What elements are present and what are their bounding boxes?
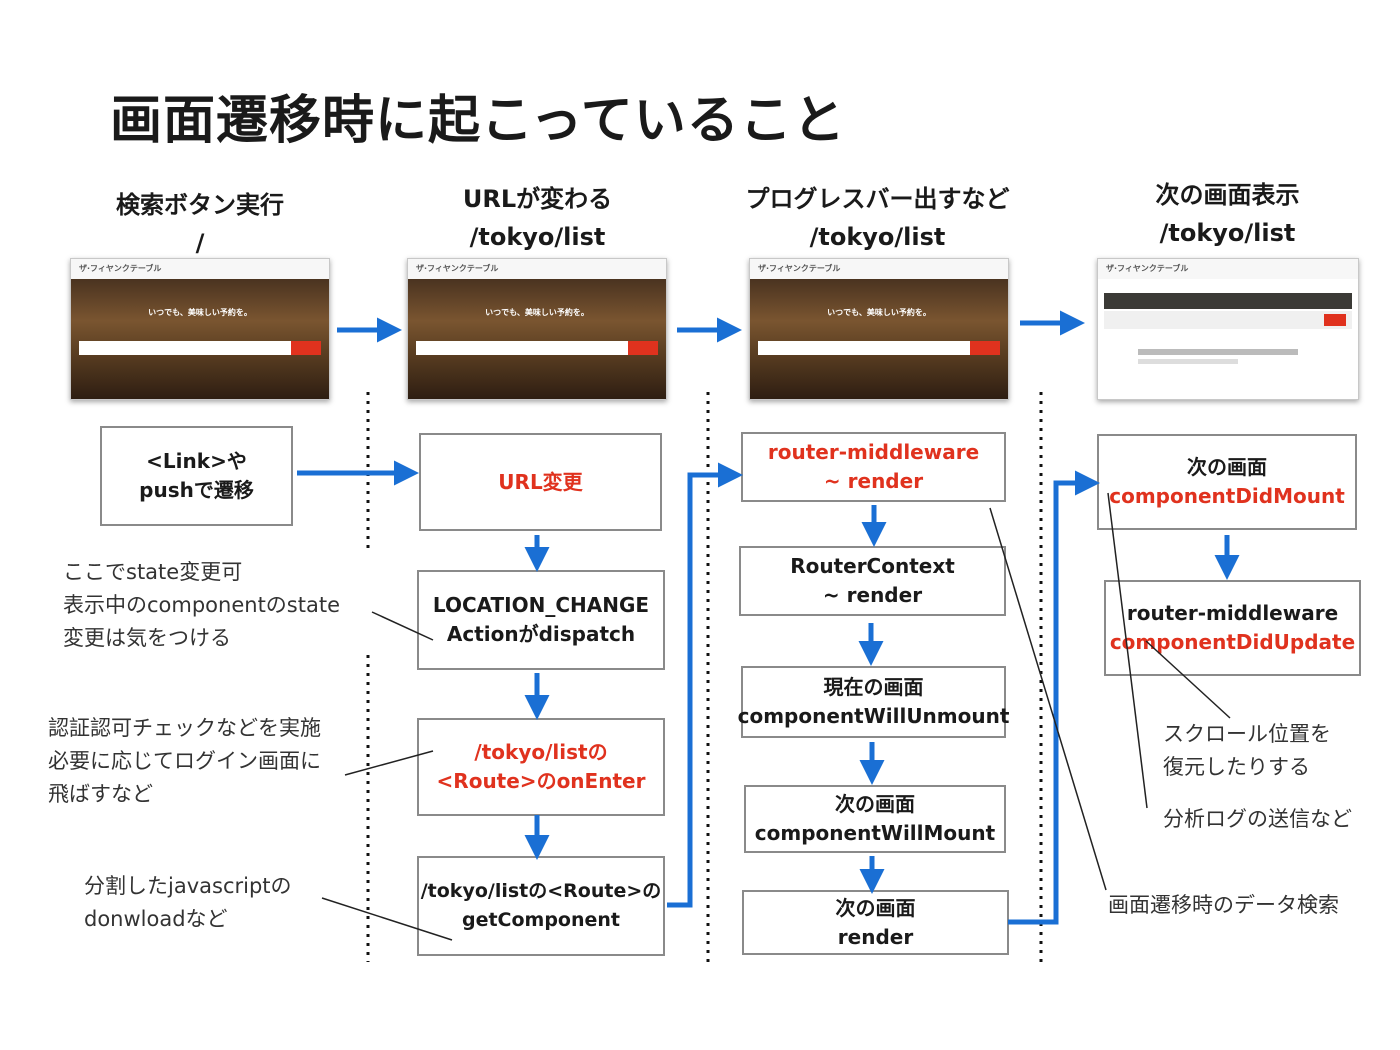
location-change-box: LOCATION_CHANGE Actionがdispatch	[417, 570, 665, 670]
box-line: 次の画面	[835, 895, 916, 920]
column-header-label: 検索ボタン実行	[116, 191, 284, 219]
note-line: スクロール位置を	[1163, 722, 1331, 746]
callout-line	[1107, 492, 1148, 809]
note-scroll-restore: スクロール位置を 復元したりする	[1163, 718, 1331, 784]
callout-line	[989, 507, 1107, 891]
box-line: /tokyo/listの<Route>の	[420, 880, 662, 902]
column-header-path: /tokyo/list	[809, 223, 946, 251]
box-line: pushで遷移	[139, 478, 254, 502]
box-line: 次の画面	[1187, 455, 1267, 479]
blue-arrows	[297, 310, 1240, 925]
next-render-box: 次の画面 render	[742, 890, 1009, 955]
site-logo: ザ·フィヤンクテーブル	[758, 264, 841, 273]
column-header-label: プログレスバー出すなど	[745, 185, 1010, 213]
note-line: 必要に応じてログイン画面に	[48, 749, 321, 773]
note-line: 分析ログの送信など	[1163, 807, 1352, 831]
box-line: componentWillMount	[754, 821, 996, 845]
column-header-url-change: URLが変わる /tokyo/list	[420, 180, 655, 256]
callout-line	[344, 750, 434, 776]
box-line: router-middleware	[1126, 601, 1339, 625]
note-data-fetch: 画面遷移時のデータ検索	[1108, 889, 1339, 922]
page-title: 画面遷移時に起こっていること	[110, 91, 846, 151]
note-line: ここでstate変更可	[63, 560, 243, 584]
column-separators	[366, 392, 1043, 962]
column-header-progress: プログレスバー出すなど /tokyo/list	[730, 180, 1025, 256]
note-line: 認証認可チェックなどを実施	[48, 716, 321, 740]
screenshot-top-page: ザ·フィヤンクテーブル いつでも、美味しい予約を。	[407, 258, 667, 400]
column-header-label: 次の画面表示	[1155, 181, 1300, 209]
did-update-box: router-middleware componentDidUpdate	[1104, 580, 1361, 676]
note-code-split: 分割したjavascriptの donwloadなど	[84, 870, 292, 936]
note-line: 画面遷移時のデータ検索	[1108, 893, 1339, 917]
hero-tagline: いつでも、美味しい予約を。	[485, 308, 589, 317]
arrow-elbow-icon	[667, 462, 743, 908]
url-change-box: URL変更	[419, 433, 662, 531]
hero-tagline: いつでも、美味しい予約を。	[827, 308, 931, 317]
arrow-elbow-icon	[1008, 470, 1100, 925]
note-line: 分割したjavascriptの	[84, 874, 292, 898]
box-line-highlight: componentDidUpdate	[1109, 630, 1356, 654]
box-line: <Route>のonEnter	[436, 769, 646, 793]
box-line: ~ render	[823, 469, 924, 493]
column-header-path: /tokyo/list	[469, 223, 606, 251]
box-line: URL変更	[498, 469, 583, 494]
box-line: componentWillUnmount	[737, 704, 1010, 728]
screenshot-list-page: ザ·フィヤンクテーブル	[1097, 258, 1359, 400]
router-middleware-render-box: router-middleware ~ render	[741, 432, 1006, 502]
box-line: 次の画面	[835, 792, 915, 816]
screenshot-top-page: ザ·フィヤンクテーブル いつでも、美味しい予約を。	[70, 258, 330, 400]
column-header-path: /	[195, 229, 205, 257]
router-context-box: RouterContext ~ render	[739, 546, 1006, 616]
box-line-highlight: componentDidMount	[1109, 484, 1345, 508]
box-line: router-middleware	[767, 440, 980, 464]
site-logo: ザ·フィヤンクテーブル	[416, 264, 499, 273]
screenshot-top-page: ザ·フィヤンクテーブル いつでも、美味しい予約を。	[749, 258, 1009, 400]
did-mount-box: 次の画面 componentDidMount	[1097, 434, 1357, 530]
will-unmount-box: 現在の画面 componentWillUnmount	[738, 666, 1009, 738]
callout-line	[1145, 640, 1231, 719]
site-logo: ザ·フィヤンクテーブル	[1106, 264, 1189, 273]
note-line: donwloadなど	[84, 907, 228, 931]
box-line: ~ render	[822, 583, 923, 607]
box-line: 現在の画面	[823, 675, 924, 699]
box-line: RouterContext	[790, 554, 955, 578]
on-enter-box: /tokyo/listの <Route>のonEnter	[417, 718, 665, 816]
note-line: 表示中のcomponentのstate	[63, 593, 340, 617]
link-push-box: <Link>や pushで遷移	[100, 426, 293, 526]
column-header-search: 検索ボタン実行 /	[100, 186, 300, 262]
note-line: 飛ばすなど	[48, 782, 153, 806]
callout-line	[321, 897, 453, 941]
note-line: 復元したりする	[1163, 755, 1310, 779]
note-line: 変更は気をつける	[63, 626, 231, 650]
will-mount-box: 次の画面 componentWillMount	[744, 785, 1006, 853]
column-header-label: URLが変わる	[462, 185, 613, 213]
hero-tagline: いつでも、美味しい予約を。	[148, 308, 252, 317]
column-header-path: /tokyo/list	[1159, 219, 1296, 247]
get-component-box: /tokyo/listの<Route>の getComponent	[417, 856, 665, 956]
box-line: render	[837, 924, 914, 949]
site-logo: ザ·フィヤンクテーブル	[79, 264, 162, 273]
note-auth-check: 認証認可チェックなどを実施 必要に応じてログイン画面に 飛ばすなど	[48, 712, 321, 811]
box-line: LOCATION_CHANGE	[432, 593, 650, 617]
callout-lines	[321, 492, 1231, 941]
box-line: Actionがdispatch	[446, 622, 636, 646]
box-line: <Link>や	[146, 449, 247, 473]
box-line: /tokyo/listの	[474, 740, 608, 764]
note-state-change: ここでstate変更可 表示中のcomponentのstate 変更は気をつける	[63, 556, 340, 655]
column-header-next-screen: 次の画面表示 /tokyo/list	[1110, 176, 1345, 252]
box-line: getComponent	[461, 909, 621, 931]
callout-line	[371, 611, 434, 641]
note-analytics: 分析ログの送信など	[1163, 803, 1352, 836]
